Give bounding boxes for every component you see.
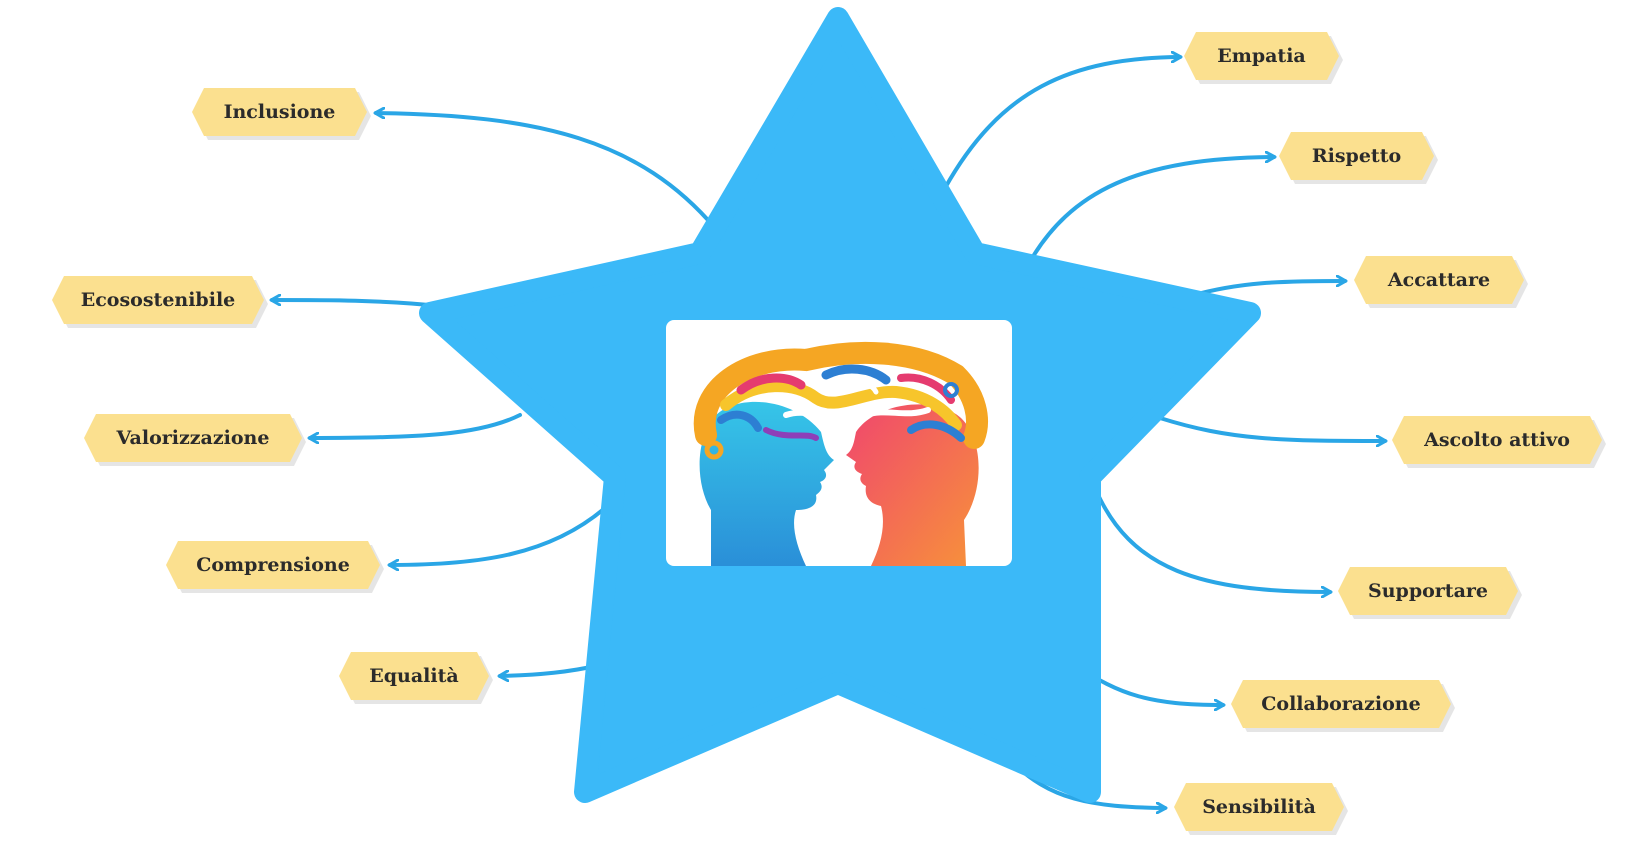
node-collaborazione-label: Collaborazione <box>1231 680 1451 728</box>
connector-equalita <box>500 663 602 676</box>
connector-valorizzazione <box>310 413 522 438</box>
connector-supportare <box>1093 486 1330 592</box>
node-empatia-label: Empatia <box>1184 32 1339 80</box>
node-equalita-label: Equalità <box>339 652 489 700</box>
node-ecosostenibile-label: Ecosostenibile <box>52 276 264 324</box>
red-head-icon <box>846 404 979 566</box>
node-rispetto-label: Rispetto <box>1279 132 1434 180</box>
node-sensibilita-label: Sensibilità <box>1174 783 1344 831</box>
connector-inclusione <box>376 113 717 230</box>
connector-rispetto <box>1026 157 1274 267</box>
blue-head-icon <box>699 401 834 566</box>
connector-ascolto-attivo <box>1158 416 1385 441</box>
node-ascolto-attivo-label: Ascolto attivo <box>1392 416 1602 464</box>
connector-comprensione <box>390 506 607 565</box>
center-image <box>666 320 1012 566</box>
connector-accattare <box>1188 281 1345 298</box>
two-heads-icon <box>693 341 988 566</box>
node-accattare-label: Accattare <box>1354 256 1524 304</box>
node-supportare-label: Supportare <box>1338 567 1518 615</box>
connector-ecosostenibile <box>272 300 442 308</box>
brain-swirls-icon <box>693 341 988 460</box>
node-valorizzazione-label: Valorizzazione <box>84 414 302 462</box>
node-comprensione-label: Comprensione <box>166 541 380 589</box>
node-inclusione-label: Inclusione <box>192 88 367 136</box>
connector-empatia <box>943 57 1180 190</box>
